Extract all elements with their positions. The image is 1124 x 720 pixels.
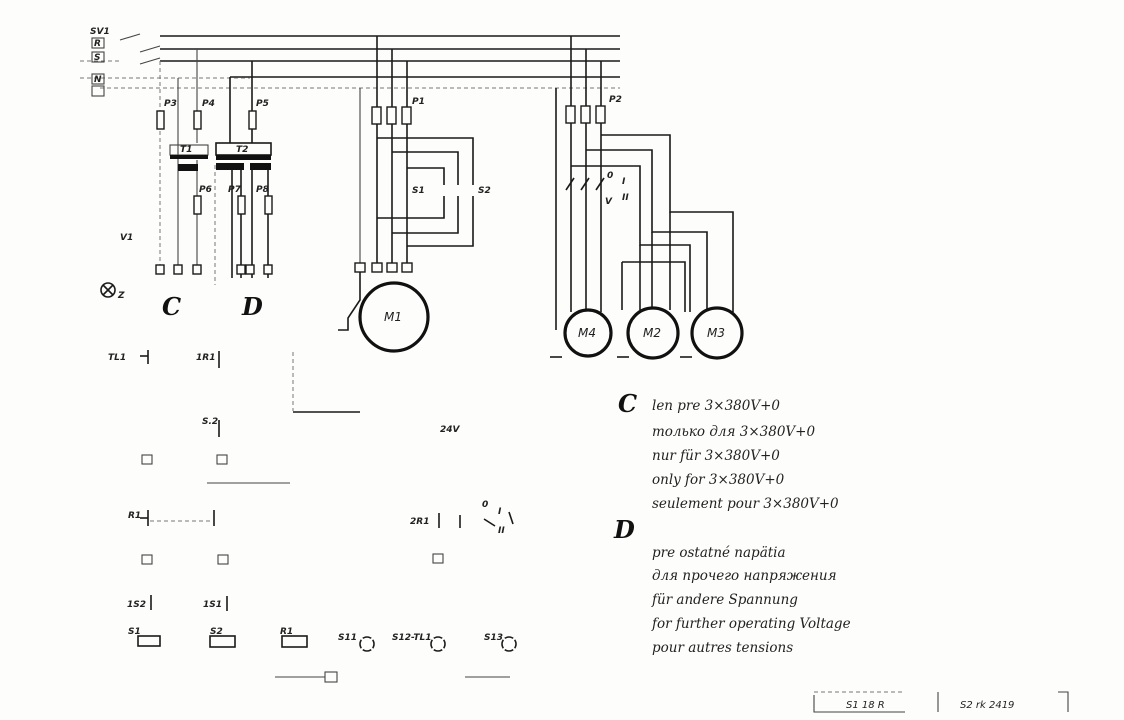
selector-pos-2: II (622, 193, 629, 203)
label-t2: T2 (236, 145, 248, 155)
supply-label: S (94, 53, 100, 63)
label-p7: P7 (228, 185, 242, 195)
title-block: S1 18 R S2 rk 2419 (813, 691, 1069, 713)
label-r1-contact: R1 (128, 511, 141, 521)
supply-bus: SV1 R S N (80, 27, 620, 97)
label-lamp: Z (117, 291, 125, 301)
legend-line: for further operating Voltage (651, 616, 851, 632)
legend-line: für andere Spannung (651, 592, 798, 608)
output-c-label: C (162, 292, 181, 321)
label-m1: M1 (384, 310, 402, 324)
transformer-section: P3 P4 P5 P6 P7 P8 T1 T2 C D V1 Z (100, 49, 273, 321)
label-p2: P2 (609, 95, 622, 105)
selector-pos-0: 0 (607, 171, 613, 181)
legend-line: only for 3×380V+0 (652, 472, 785, 488)
label-p5: P5 (256, 99, 269, 109)
motor-m2 (626, 306, 680, 360)
coil-r1 (281, 635, 308, 648)
label-2r1: 2R1 (410, 517, 429, 527)
coil-s1 (137, 635, 161, 647)
label-p1: P1 (412, 97, 425, 107)
selector-pos-v: V (605, 197, 613, 207)
supply-label: SV1 (90, 27, 110, 37)
label-lamp-s13: S13 (484, 633, 503, 643)
label-s1: S1 (412, 186, 425, 196)
legend-line: len pre 3×380V+0 (652, 398, 780, 414)
supply-label: R (94, 39, 101, 49)
motor-m4 (563, 308, 613, 358)
label-lamp-s11: S11 (338, 633, 357, 643)
label-m2: M2 (643, 326, 661, 340)
label-p3: P3 (164, 99, 177, 109)
signal-lamp-icon (430, 636, 446, 652)
motor-m1 (358, 281, 430, 353)
legend: C len pre 3×380V+0 только для 3×380V+0 n… (613, 389, 851, 656)
label-m4: M4 (578, 326, 596, 340)
label-24v: 24V (440, 425, 461, 435)
label-1s1: 1S1 (203, 600, 222, 610)
label-p4: P4 (202, 99, 215, 109)
output-d-label: D (241, 292, 263, 321)
motor-m3 (690, 306, 744, 360)
legend-c-label: C (618, 389, 637, 418)
label-p6: P6 (199, 185, 212, 195)
label-1s2: 1S2 (127, 600, 146, 610)
legend-line: для прочего напряжения (652, 568, 837, 584)
coil-s2 (209, 635, 236, 648)
label-p8: P8 (256, 185, 269, 195)
label-v1: V1 (120, 233, 133, 243)
fuse-p5 (248, 110, 257, 130)
label-lamp-s12: S12-TL1 (392, 633, 432, 643)
output-terminals (155, 264, 273, 275)
motors-m2-m4-circuit: 0 I II V P2 M4 M2 M3 (550, 36, 744, 360)
lamp-icon (100, 282, 116, 298)
drawing-number-right: S2 rk 2419 (960, 700, 1014, 711)
label-coil-r1: R1 (280, 627, 293, 637)
legend-line: nur für 3×380V+0 (652, 448, 780, 464)
legend-line: только для 3×380V+0 (652, 424, 815, 440)
label-m3: M3 (707, 326, 725, 340)
label-t1: T1 (180, 145, 192, 155)
control-circuit: TL1 1R1 S.2 R1 1S2 1S1 S1 S2 R1 24V 2R1 … (108, 350, 517, 683)
label-coil-s2: S2 (210, 627, 223, 637)
legend-line: pre ostatné napätia (652, 545, 786, 561)
fuse-p8 (264, 195, 273, 215)
fuse-p3 (156, 110, 165, 130)
label-1r1: 1R1 (196, 353, 215, 363)
selector-pos-1: I (622, 177, 626, 187)
selector-2: II (498, 526, 505, 536)
fuse-p4 (193, 110, 202, 130)
selector-1: I (498, 507, 502, 517)
selector-0: 0 (482, 500, 488, 510)
signal-lamp-icon (501, 636, 517, 652)
fuse-p6 (193, 195, 202, 215)
label-coil-s1: S1 (128, 627, 141, 637)
signal-lamp-icon (359, 636, 375, 652)
legend-line: pour autres tensions (652, 640, 793, 656)
drawing-number-left: S1 18 R (846, 700, 885, 711)
motor-m1-circuit: M1 P1 S1 S2 (338, 36, 491, 353)
label-tl1: TL1 (108, 353, 126, 363)
label-s2-contact: S.2 (202, 417, 218, 427)
fuse-p7 (237, 195, 246, 215)
supply-label: N (94, 75, 102, 85)
label-s2: S2 (478, 186, 491, 196)
legend-line: seulement pour 3×380V+0 (652, 496, 839, 512)
legend-d-label: D (613, 515, 635, 544)
